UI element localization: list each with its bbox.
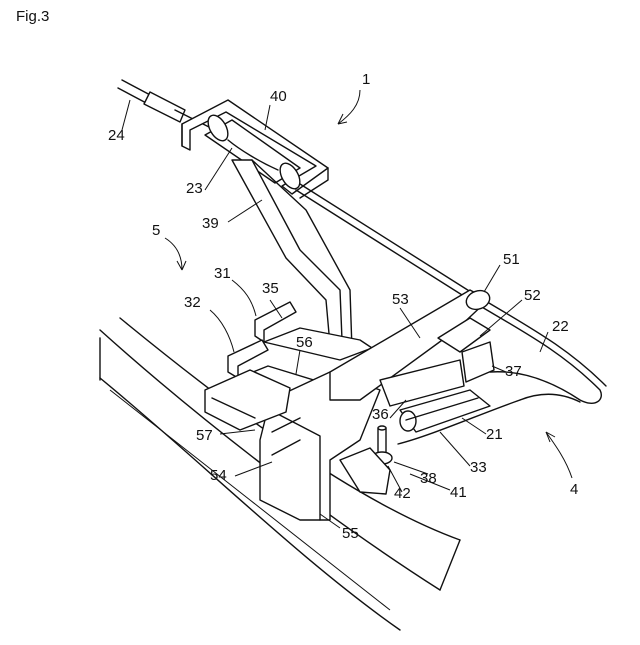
label-24: 24: [108, 127, 125, 144]
label-52: 52: [524, 287, 541, 304]
label-39: 39: [202, 215, 219, 232]
label-22: 22: [552, 318, 569, 335]
label-42: 42: [394, 485, 411, 502]
label-23: 23: [186, 180, 203, 197]
label-54: 54: [210, 467, 227, 484]
figure-title: Fig.3: [16, 8, 49, 25]
label-1: 1: [362, 71, 370, 88]
label-40: 40: [270, 88, 287, 105]
label-21: 21: [486, 426, 503, 443]
label-37: 37: [505, 363, 522, 380]
label-53: 53: [392, 291, 409, 308]
label-31: 31: [214, 265, 231, 282]
label-57: 57: [196, 427, 213, 444]
label-41: 41: [450, 484, 467, 501]
label-4: 4: [570, 481, 578, 498]
label-32: 32: [184, 294, 201, 311]
label-36: 36: [372, 406, 389, 423]
label-51: 51: [503, 251, 520, 268]
block-37: [462, 342, 494, 382]
label-33: 33: [470, 459, 487, 476]
label-5: 5: [152, 222, 160, 239]
label-35: 35: [262, 280, 279, 297]
label-55: 55: [342, 525, 359, 542]
reference-numerals: 1 40 24 23 39 5 31 35 32 56 57 54 55 51 …: [108, 71, 578, 542]
label-38: 38: [420, 470, 437, 487]
label-56: 56: [296, 334, 313, 351]
bracket-31: [255, 302, 372, 360]
